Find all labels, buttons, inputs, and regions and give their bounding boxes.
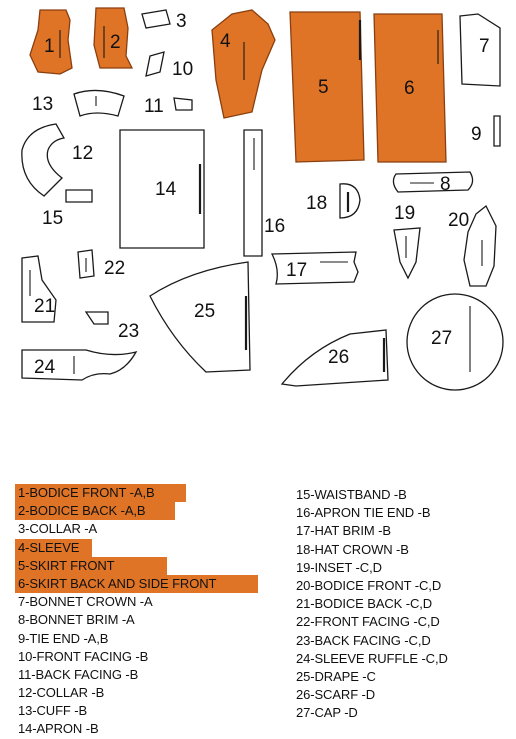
legend-item-16: 16-APRON TIE END -B (296, 505, 431, 521)
legend-item-20: 20-BODICE FRONT -C,D (296, 577, 442, 593)
piece-7-bonnet-crown: 7 (459, 13, 501, 87)
piece-label-14: 14 (155, 179, 177, 200)
legend-item-2: 2-BODICE BACK -A,B (15, 502, 175, 521)
piece-4-sleeve: 4 (211, 9, 276, 119)
piece-27-cap: 27 (406, 293, 504, 391)
piece-18-hat-crown: 18 (306, 183, 361, 219)
piece-15-waistband: 15 (42, 189, 93, 229)
piece-label-9: 9 (471, 124, 482, 145)
piece-label-8: 8 (440, 174, 451, 195)
piece-label-7: 7 (479, 36, 490, 57)
piece-label-5: 5 (318, 77, 329, 98)
legend-item-11: 11-BACK FACING -B (18, 666, 139, 682)
piece-17-hat-brim: 17 (270, 251, 359, 285)
piece-label-11: 11 (144, 96, 164, 117)
piece-14-apron: 14 (119, 129, 205, 249)
piece-label-19: 19 (394, 203, 415, 224)
piece-10-front-facing: 10 (145, 51, 193, 80)
piece-24-sleeve-ruffle: 24 (21, 349, 138, 381)
piece-label-25: 25 (194, 301, 215, 322)
legend-item-19: 19-INSET -C,D (296, 559, 382, 575)
legend-item-5: 5-SKIRT FRONT (15, 556, 167, 575)
legend-right-column: 15-WAISTBAND -B 16-APRON TIE END -B 17-H… (293, 486, 448, 722)
piece-3-collar: 3 (141, 9, 187, 32)
piece-label-20: 20 (448, 210, 469, 231)
piece-21-bodice-back: 21 (21, 255, 57, 323)
piece-12-collar: 12 (21, 123, 93, 197)
piece-20-bodice-front: 20 (448, 204, 497, 287)
piece-26-scarf: 26 (280, 329, 389, 387)
legend-left-column: 1-BODICE FRONT -A,B 2-BODICE BACK -A,B 3… (15, 484, 258, 739)
piece-label-21: 21 (34, 296, 55, 317)
piece-label-17: 17 (286, 260, 307, 281)
legend-item-18: 18-HAT CROWN -B (296, 541, 409, 557)
legend-item-6: 6-SKIRT BACK AND SIDE FRONT (15, 574, 258, 594)
piece-label-15: 15 (42, 208, 63, 229)
piece-label-23: 23 (118, 321, 139, 342)
legend-item-7: 7-BONNET CROWN -A (18, 594, 153, 610)
piece-label-12: 12 (72, 143, 93, 164)
piece-6-skirt-back-side-front: 6 (373, 13, 447, 163)
legend-item-25: 25-DRAPE -C (296, 668, 376, 684)
pattern-layout-diagram: 1 2 3 4 5 6 7 10 13 (21, 7, 504, 391)
legend-item-15: 15-WAISTBAND -B (296, 487, 407, 502)
legend-item-3: 3-COLLAR -A (18, 521, 98, 537)
legend-item-10: 10-FRONT FACING -B (18, 648, 149, 664)
piece-label-3: 3 (176, 11, 187, 32)
legend-item-17: 17-HAT BRIM -B (296, 523, 391, 539)
legend-item-21: 21-BODICE BACK -C,D (296, 596, 433, 612)
legend-item-22: 22-FRONT FACING -C,D (296, 614, 440, 630)
legend-item-14: 14-APRON -B (18, 721, 99, 737)
piece-16-apron-tie-end: 16 (243, 129, 285, 257)
piece-label-2: 2 (110, 32, 121, 53)
piece-label-10: 10 (172, 59, 193, 80)
legend-item-9: 9-TIE END -A,B (18, 630, 109, 646)
piece-label-1: 1 (44, 36, 55, 57)
piece-11-back-facing: 11 (144, 96, 193, 117)
legend-item-26: 26-SCARF -D (296, 687, 376, 703)
piece-25-drape: 25 (149, 261, 251, 373)
piece-label-4: 4 (220, 31, 231, 52)
legend-item-4: 4-SLEEVE (15, 538, 92, 557)
piece-label-6: 6 (404, 78, 415, 99)
piece-19-inset: 19 (393, 203, 421, 280)
legend-item-23: 23-BACK FACING -C,D (296, 632, 431, 648)
piece-9-tie-end: 9 (471, 115, 501, 147)
piece-label-26: 26 (328, 347, 349, 368)
piece-5-skirt-front: 5 (289, 11, 365, 163)
legend-item-13: 13-CUFF -B (18, 703, 88, 719)
legend-item-24: 24-SLEEVE RUFFLE -C,D (296, 650, 448, 666)
piece-1-bodice-front: 1 (29, 9, 73, 75)
piece-label-27: 27 (431, 328, 452, 349)
piece-8-bonnet-brim: 8 (392, 171, 474, 195)
piece-13-cuff: 13 (32, 89, 125, 117)
piece-22-front-facing: 22 (77, 249, 125, 279)
piece-label-22: 22 (104, 258, 125, 279)
legend-item-27: 27-CAP -D (296, 705, 358, 721)
piece-label-13: 13 (32, 94, 53, 115)
piece-23-back-facing: 23 (84, 311, 139, 342)
piece-label-16: 16 (264, 216, 285, 237)
piece-label-18: 18 (306, 193, 327, 214)
piece-2-bodice-back: 2 (93, 7, 134, 69)
legend-item-12: 12-COLLAR -B (18, 685, 105, 701)
piece-label-24: 24 (34, 357, 56, 378)
legend-item-8: 8-BONNET BRIM -A (18, 612, 135, 628)
legend-item-1: 1-BODICE FRONT -A,B (15, 484, 186, 503)
